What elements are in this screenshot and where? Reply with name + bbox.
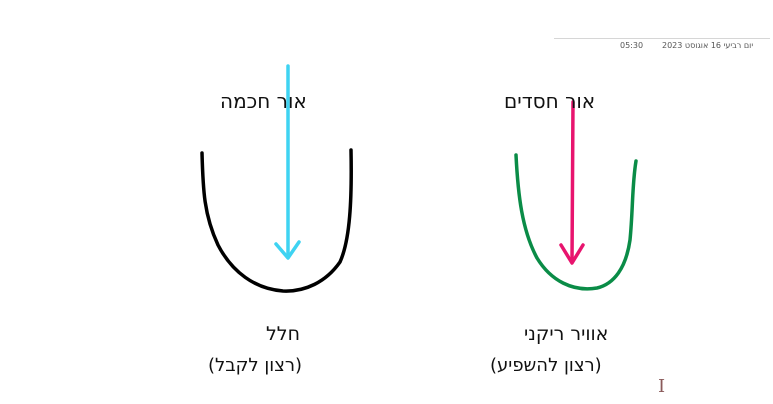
left-vessel-subtitle: (רצון לקבל) <box>208 355 303 376</box>
right-light-arrow-head <box>559 243 585 265</box>
text-cursor-icon: I <box>658 376 666 397</box>
page-date: יום רביעי 16 אוגוסט 2023 <box>662 41 754 50</box>
right-vessel-title: אוויר ריקני <box>524 323 609 345</box>
right-vessel-subtitle: (רצון להשפיע) <box>490 355 602 376</box>
right-light-label: אור חסדים <box>504 89 596 113</box>
right-vessel-stroke <box>514 153 638 291</box>
left-light-arrow-head <box>274 240 301 260</box>
right-light-arrow-shaft <box>570 100 575 264</box>
left-vessel-stroke <box>200 148 353 293</box>
left-vessel-title: חלל <box>266 323 301 345</box>
left-light-label: אור חכמה <box>220 89 307 113</box>
page-title-underline <box>554 38 770 39</box>
page-time: 05:30 <box>620 41 644 50</box>
